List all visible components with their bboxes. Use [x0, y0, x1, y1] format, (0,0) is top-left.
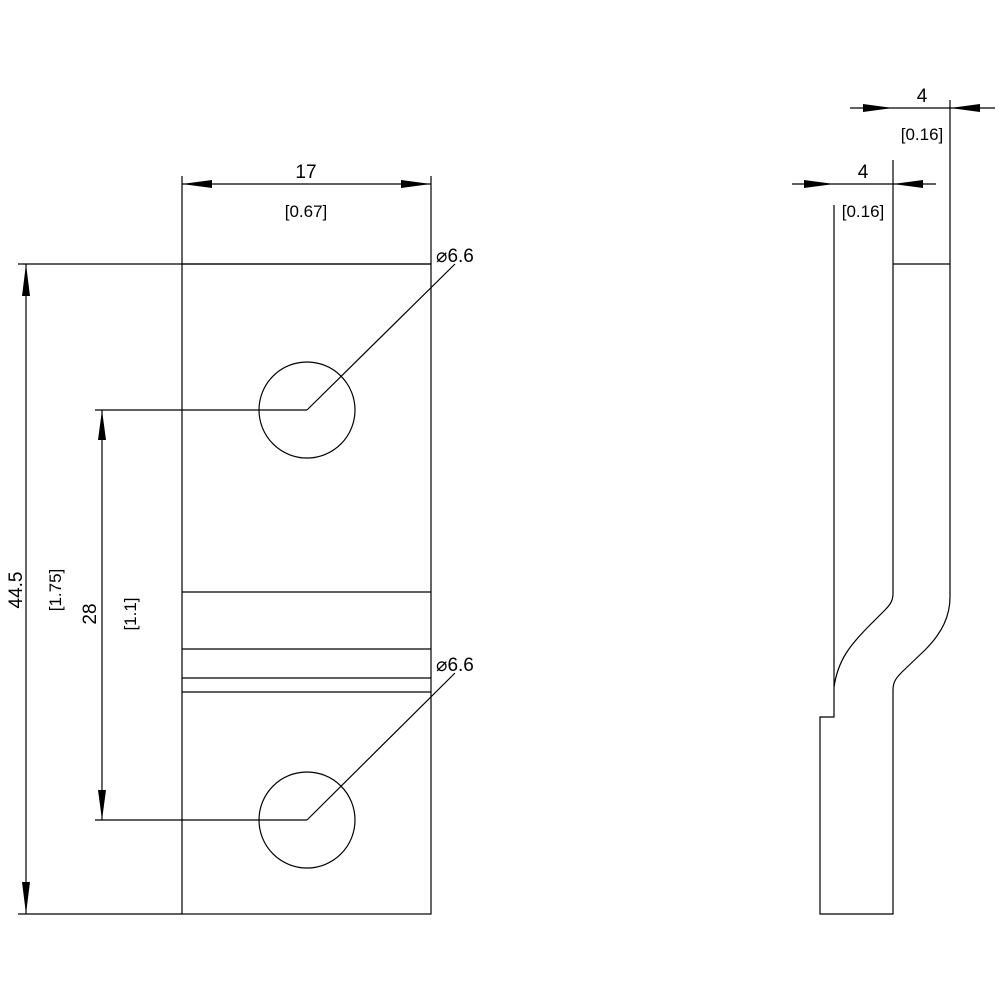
hole-spacing-inch-label: [1.1]	[121, 597, 140, 630]
width-dim-label: 17	[295, 162, 316, 183]
height-dim-inch-label: [1.75]	[46, 569, 65, 612]
hole-bottom-label: ⌀6.6	[436, 655, 474, 676]
side-view: 4 [0.16] 4 [0.16]	[792, 86, 995, 915]
profile-outer	[819, 100, 951, 915]
width-dim-inch-label: [0.67]	[285, 202, 328, 221]
height-dimension: 44.5 [1.75]	[6, 263, 431, 915]
top-thickness-label: 4	[917, 86, 928, 107]
hole-top-label: ⌀6.6	[436, 246, 474, 267]
profile-inner	[833, 160, 894, 688]
hole-spacing-label: 28	[80, 603, 101, 624]
top-thickness-dimension: 4 [0.16]	[850, 86, 995, 144]
hole-bottom-leader: ⌀6.6	[306, 655, 474, 821]
front-view: 17 [0.67] 44.5 [1.75] 28 [1.1] ⌀6.6	[6, 162, 474, 915]
top-thickness-inch-label: [0.16]	[901, 125, 944, 144]
hole-top-leader: ⌀6.6	[306, 246, 474, 411]
lower-thickness-dimension: 4 [0.16]	[792, 162, 936, 221]
width-dimension: 17 [0.67]	[181, 162, 432, 264]
lower-thickness-label: 4	[858, 162, 869, 183]
lower-thickness-inch-label: [0.16]	[842, 202, 885, 221]
height-dim-label: 44.5	[6, 572, 27, 609]
hole-spacing-dimension: 28 [1.1]	[80, 409, 307, 821]
